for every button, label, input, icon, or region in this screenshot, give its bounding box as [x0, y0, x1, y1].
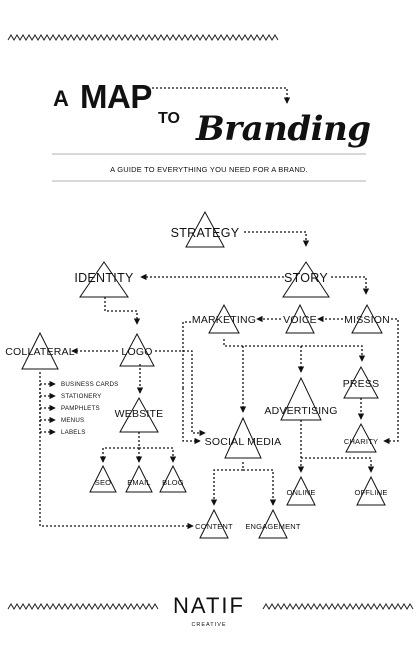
top-zigzag-border — [7, 34, 279, 41]
title-a: A — [53, 86, 69, 111]
node-collateral-label: COLLATERAL — [5, 346, 75, 358]
node-voice-label: VOICE — [283, 314, 317, 326]
node-logo-label: LOGO — [121, 346, 152, 358]
node-email-label: EMAIL — [127, 478, 151, 487]
node-online-label: ONLINE — [286, 488, 315, 497]
node-blog-triangle — [159, 464, 187, 493]
node-content-triangle — [199, 508, 229, 539]
node-seo-label: SEO — [95, 478, 111, 487]
node-story-triangle — [282, 261, 330, 298]
collateral-item: LABELS — [61, 429, 86, 436]
node-social-triangle — [224, 416, 262, 459]
node-website-triangle — [119, 396, 159, 433]
node-mission-label: MISSION — [344, 314, 390, 326]
node-story-label: STORY — [284, 271, 328, 285]
edge-social-content — [210, 462, 244, 506]
collateral-list: BUSINESS CARDS STATIONERY PAMPHLETS MENU… — [61, 381, 118, 436]
footer-zigzag-left — [7, 603, 159, 610]
node-online-triangle — [286, 475, 316, 506]
node-engagement-triangle — [258, 508, 288, 539]
node-strategy-triangle — [185, 210, 225, 248]
title-to: TO — [158, 110, 180, 127]
title-arrow-connector — [152, 87, 291, 104]
node-press-label: PRESS — [343, 378, 380, 390]
node-offline-label: OFFLINE — [354, 488, 387, 497]
node-marketing-label: MARKETING — [192, 314, 256, 326]
subtitle: A GUIDE TO EVERYTHING YOU NEED FOR A BRA… — [110, 165, 308, 174]
collateral-item: MENUS — [61, 417, 84, 424]
node-website-label: WEBSITE — [115, 408, 164, 420]
node-strategy-label: STRATEGY — [171, 226, 240, 240]
edge-story-mission — [331, 276, 370, 295]
node-email-triangle — [125, 464, 153, 493]
node-blog-label: BLOG — [162, 478, 184, 487]
edge-marketing-split — [223, 339, 366, 362]
node-engagement-label: ENGAGEMENT — [245, 522, 301, 531]
node-identity-triangle — [79, 261, 129, 298]
collateral-item: STATIONERY — [61, 393, 102, 400]
edge-advertising-offline — [301, 457, 375, 473]
edge-marketing-social — [182, 321, 193, 388]
node-charity-triangle — [345, 422, 377, 453]
edge-social-engagement — [243, 469, 277, 506]
node-offline-triangle — [356, 475, 386, 506]
node-social-label: SOCIAL MEDIA — [205, 436, 282, 448]
edge-logo-socialmedia — [155, 350, 206, 437]
node-content-label: CONTENT — [195, 522, 233, 531]
node-press-triangle — [343, 365, 379, 399]
edge-identity-logo — [104, 297, 141, 325]
node-voice-triangle — [285, 303, 315, 334]
node-collateral-triangle — [21, 331, 59, 370]
footer-logo: NATIF — [173, 593, 245, 618]
edge-website-blog — [139, 447, 177, 463]
node-mission-triangle — [351, 303, 383, 334]
node-logo-triangle — [119, 332, 155, 367]
node-advertising-label: ADVERTISING — [264, 405, 337, 417]
edge-collateral-content — [39, 388, 194, 530]
footer-logo-sub: CREATIVE — [191, 622, 226, 628]
node-marketing-triangle — [208, 303, 240, 334]
edge-mission-charity — [383, 318, 399, 445]
collateral-item: BUSINESS CARDS — [61, 381, 118, 388]
node-advertising-triangle — [280, 376, 322, 421]
footer-zigzag-right — [262, 603, 414, 610]
node-identity-label: IDENTITY — [74, 271, 134, 285]
edge-website-seo — [99, 432, 140, 463]
node-charity-label: CHARITY — [344, 437, 378, 446]
connectors — [39, 231, 399, 530]
edge-strategy-story — [244, 231, 310, 247]
node-seo-triangle — [89, 464, 117, 493]
title-map: MAP — [80, 78, 152, 115]
edge-marketing-social-b — [182, 388, 201, 445]
title-branding: Branding — [195, 109, 371, 149]
collateral-item: PAMPHLETS — [61, 405, 100, 412]
